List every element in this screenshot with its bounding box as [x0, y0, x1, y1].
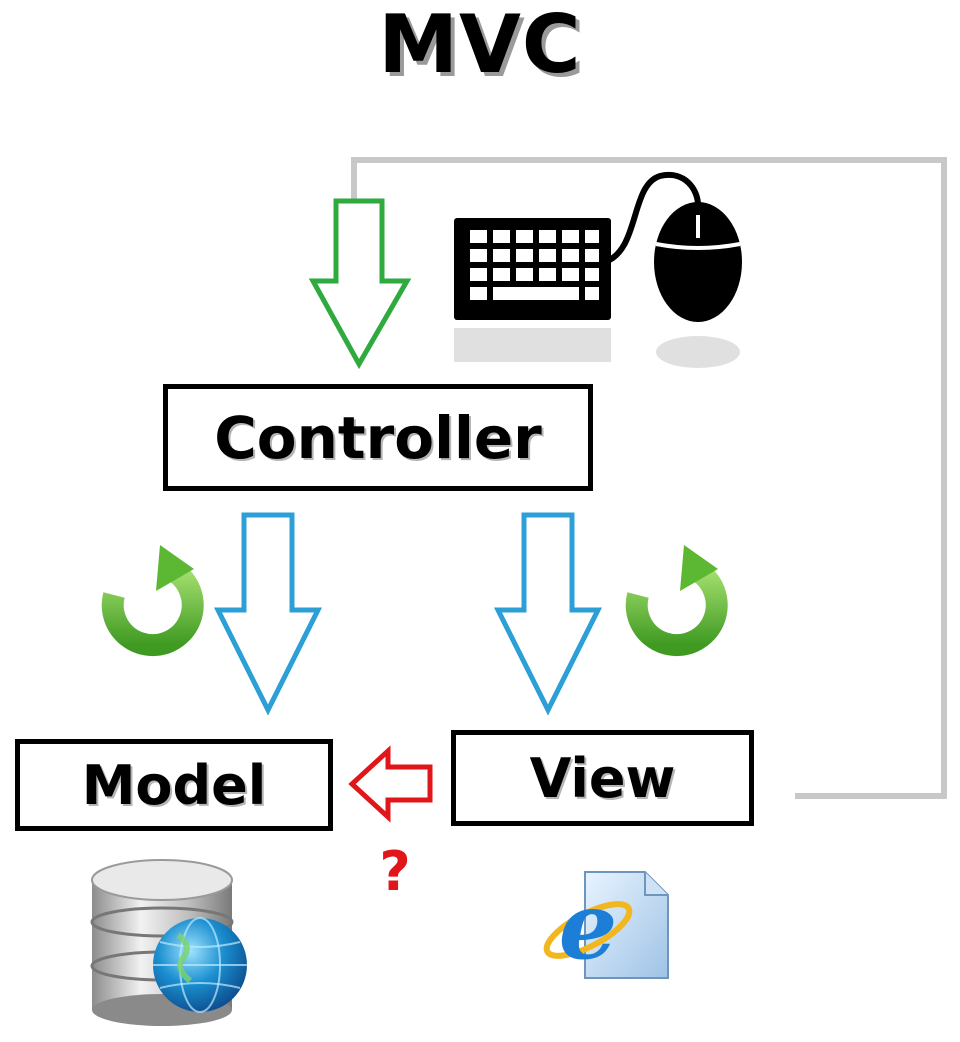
controller-to-model-arrow — [213, 512, 323, 716]
controller-box: Controller — [163, 384, 593, 491]
feedback-line — [351, 157, 947, 799]
refresh-icon — [625, 545, 728, 657]
diagram-title: MVC — [378, 0, 582, 91]
model-label: Model — [81, 753, 267, 817]
model-box: Model — [15, 739, 333, 831]
question-mark: ? — [379, 840, 410, 903]
keyboard-icon — [454, 218, 611, 362]
globe-icon — [153, 917, 247, 1013]
browser-document-icon: e — [543, 871, 669, 980]
refresh-icon — [101, 545, 204, 657]
view-box: View — [451, 730, 754, 826]
controller-to-view-arrow — [493, 512, 603, 716]
controller-label: Controller — [214, 403, 542, 472]
view-to-model-arrow — [348, 745, 433, 823]
mouse-icon — [603, 171, 742, 368]
view-label: View — [529, 746, 676, 810]
input-arrow — [308, 198, 412, 370]
svg-text:e: e — [559, 872, 618, 980]
